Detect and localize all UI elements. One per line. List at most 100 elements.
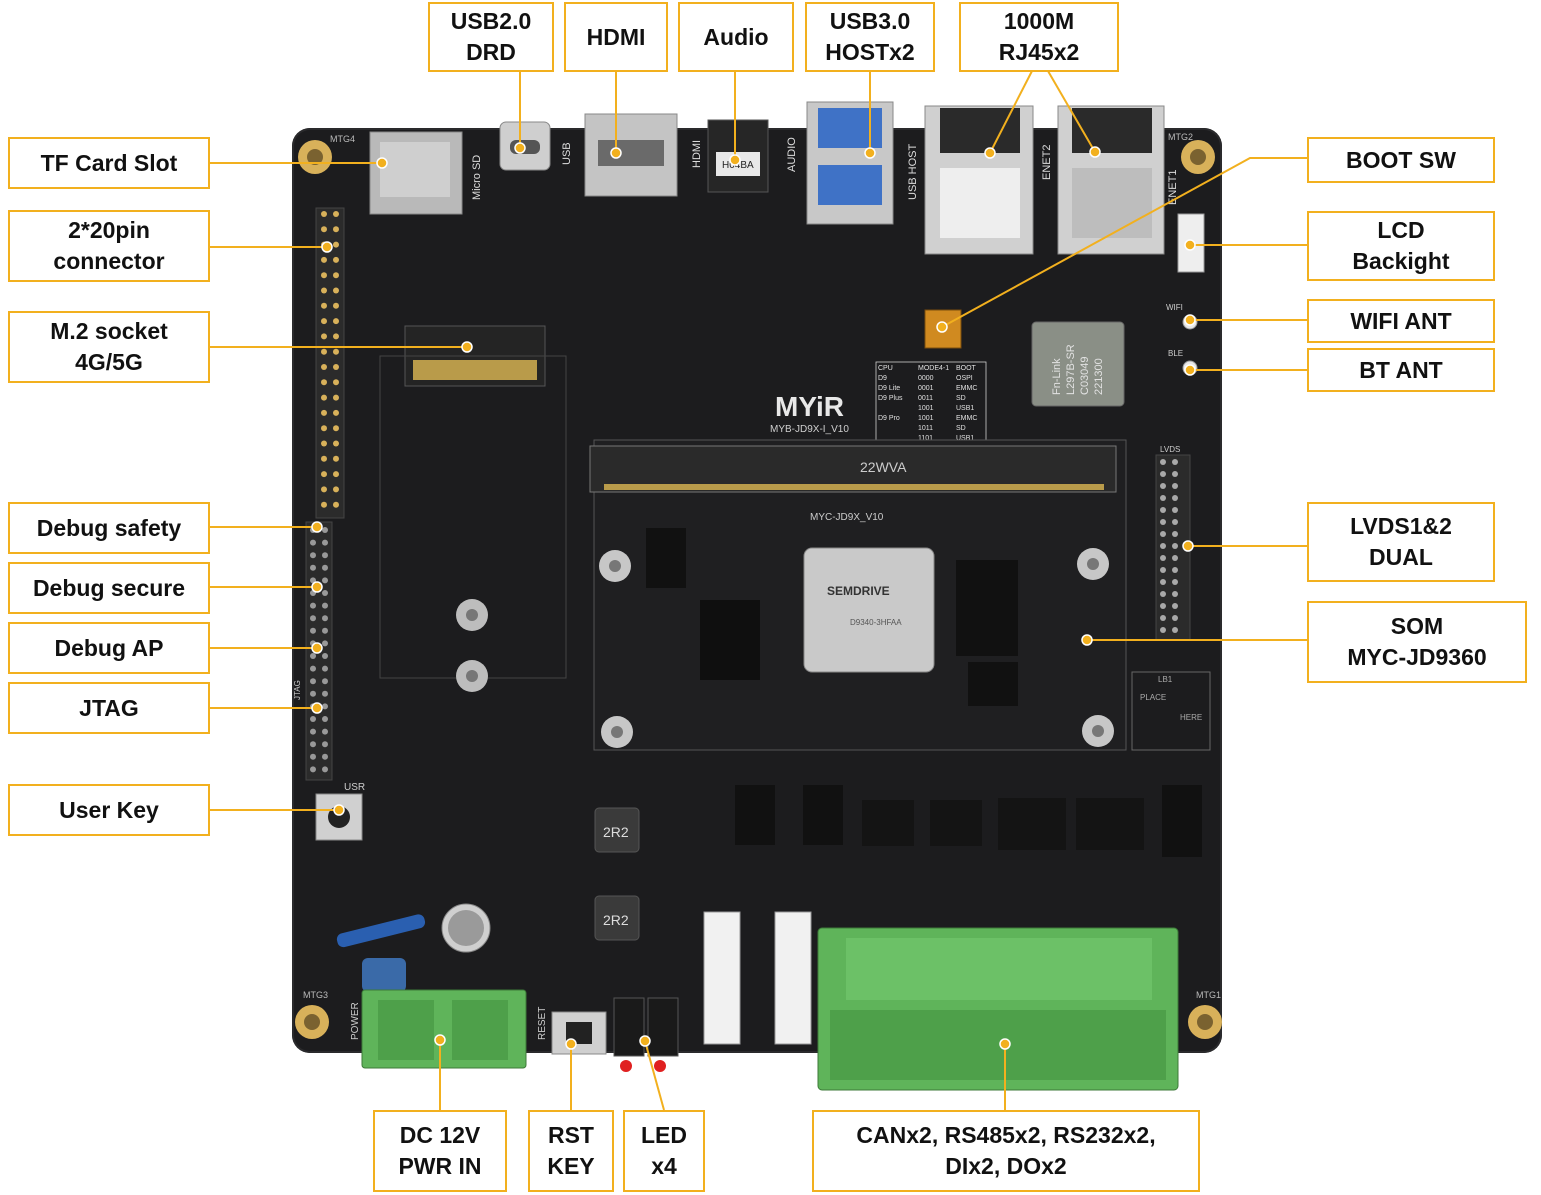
- header-pin: [1160, 627, 1166, 633]
- inductor-1: [594, 807, 640, 853]
- header-pin: [1172, 567, 1178, 573]
- header-pin: [322, 602, 328, 609]
- boot-table-cell: EMMC: [956, 385, 977, 392]
- wifi-module-line: L297B-SR: [1065, 344, 1077, 395]
- emmc-chip: [968, 662, 1018, 706]
- header-pin: [310, 627, 316, 634]
- boot-table-cell: 0001: [918, 385, 934, 392]
- callout-boot-sw: BOOT SW: [1307, 137, 1495, 183]
- header-pin: [321, 425, 327, 432]
- boot-table-cell: 1001: [918, 415, 934, 422]
- header-pin: [1160, 531, 1166, 537]
- header-pin: [1172, 627, 1178, 633]
- header-pin: [1172, 615, 1178, 621]
- callout-leader-lines: [209, 70, 1307, 1111]
- micro-sd-label: Micro SD: [471, 155, 483, 200]
- header-pin: [333, 440, 339, 447]
- ic-u32: [930, 800, 982, 846]
- lvds-silk-label: LVDS: [1160, 445, 1180, 454]
- header-pin: [310, 552, 316, 559]
- lb1-silk-label: LB1: [1158, 675, 1173, 684]
- header-pin: [322, 678, 328, 685]
- callout-debug-ap: Debug AP: [8, 622, 210, 674]
- boot-table-header: CPU: [878, 365, 893, 372]
- ddr-chip: [956, 560, 1018, 656]
- header-pin: [322, 615, 328, 622]
- header-pin: [1172, 483, 1178, 489]
- callout-jtag: JTAG: [8, 682, 210, 734]
- header-pin: [322, 741, 328, 748]
- ic-u40: [1076, 798, 1144, 850]
- audio-jack-marking: H04BA: [722, 160, 754, 171]
- header-pin: [333, 394, 339, 401]
- header-pin: [1160, 459, 1166, 465]
- audio-silk-label: AUDIO: [786, 137, 798, 172]
- header-pin: [310, 564, 316, 571]
- header-pin: [1160, 615, 1166, 621]
- header-pin: [1160, 555, 1166, 561]
- header-pin: [1172, 543, 1178, 549]
- ic-u41: [998, 798, 1066, 850]
- header-pin: [321, 394, 327, 401]
- header-pin: [321, 211, 327, 217]
- header-pin: [1160, 471, 1166, 477]
- callout-wifi-ant: WIFI ANT: [1307, 299, 1495, 343]
- callout-terminal: CANx2, RS485x2, RS232x2, DIx2, DOx2: [812, 1110, 1200, 1192]
- label-placement-area: [1131, 671, 1211, 751]
- header-pin: [1160, 567, 1166, 573]
- debug-header-pins: [310, 527, 328, 773]
- boot-table-cell: EMMC: [956, 415, 977, 422]
- callout-lcd-backlight: LCD Backight: [1307, 211, 1495, 281]
- boot-table-cell: SD: [956, 395, 966, 402]
- callout-user-key: User Key: [8, 784, 210, 836]
- inductor-2-marking: 2R2: [603, 912, 629, 928]
- header-pin: [310, 728, 316, 735]
- blue-component: [336, 914, 426, 948]
- inductor-2: [594, 895, 640, 941]
- header-pin: [321, 256, 327, 263]
- led-red-1: [620, 1060, 632, 1072]
- header-pin: [322, 627, 328, 634]
- header-pin: [1160, 543, 1166, 549]
- usb-host-label: USB HOST: [907, 143, 919, 200]
- callout-pin-connector: 2*20pin connector: [8, 210, 210, 282]
- ic-u35: [735, 785, 775, 845]
- header-pin: [322, 690, 328, 697]
- callout-dc-power: DC 12V PWR IN: [373, 1110, 507, 1192]
- header-pin: [321, 318, 327, 325]
- header-pin: [333, 348, 339, 355]
- ble-silk-label: BLE: [1168, 349, 1183, 358]
- header-pin: [321, 486, 327, 493]
- lvds-pins: [1160, 459, 1178, 633]
- header-pin: [333, 226, 339, 233]
- header-pin: [333, 455, 339, 462]
- callout-usb30-host: USB3.0 HOSTx2: [805, 2, 935, 72]
- reset-silk-label: RESET: [537, 1007, 548, 1040]
- callout-anchor-dots: [311, 142, 1196, 1050]
- jtag-silk-label: JTAG: [293, 680, 302, 700]
- enet1-label: ENET1: [1167, 170, 1179, 205]
- header-pin: [322, 716, 328, 722]
- callout-m2-socket: M.2 socket 4G/5G: [8, 311, 210, 383]
- boot-table-cell: 1101: [918, 435, 933, 442]
- boot-table-cell: 1001: [918, 405, 934, 412]
- header-pin: [321, 287, 327, 294]
- callout-tf-card-slot: TF Card Slot: [8, 137, 210, 189]
- header-pin: [1160, 507, 1166, 513]
- boot-table-cell: D9 Plus: [878, 395, 903, 402]
- callout-audio: Audio: [678, 2, 794, 72]
- header-pin: [321, 440, 327, 447]
- header-pin: [1172, 579, 1178, 585]
- pin-header-2x20: [315, 207, 345, 519]
- header-pin: [322, 552, 328, 559]
- header-pin: [1172, 459, 1178, 465]
- header-pin: [333, 241, 339, 248]
- callout-lvds: LVDS1&2 DUAL: [1307, 502, 1495, 582]
- header-pin: [1172, 555, 1178, 561]
- header-pin: [333, 379, 339, 386]
- ic-u39: [1162, 785, 1202, 857]
- soc-chip: [803, 547, 935, 673]
- boot-table-cell: OSPI: [956, 375, 973, 382]
